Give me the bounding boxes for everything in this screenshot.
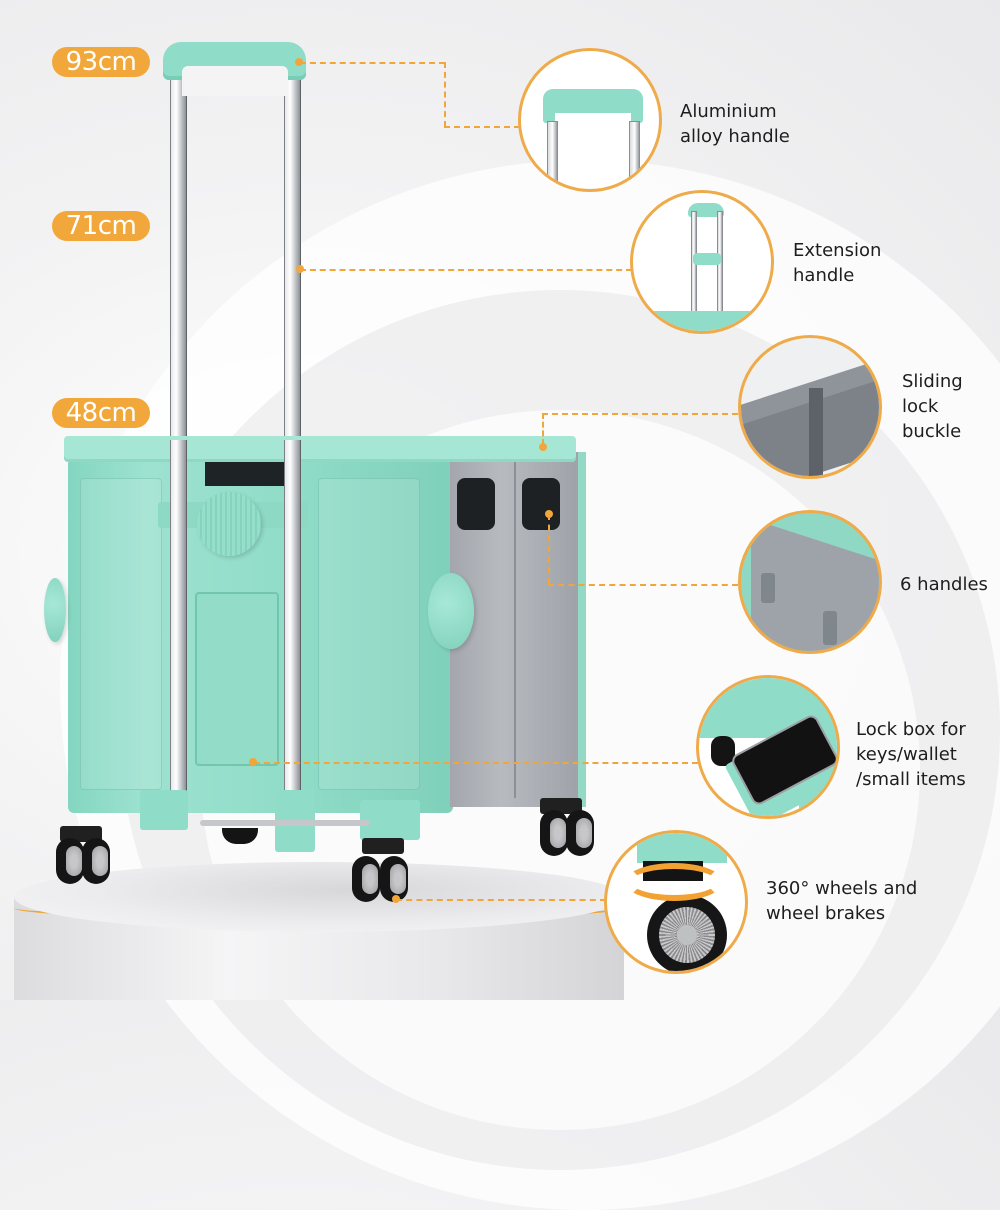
handle-grip-gap	[182, 66, 288, 96]
handle-rod-left-front	[170, 440, 187, 800]
height-label-71: 71cm	[52, 211, 150, 241]
handle-rod-right-front	[284, 440, 301, 800]
callout-line	[548, 514, 550, 584]
feature-circle-handles	[738, 510, 882, 654]
base-foot	[360, 800, 420, 840]
rotation-arrow-icon	[625, 863, 723, 901]
callout-line	[254, 762, 698, 764]
callout-line	[444, 62, 446, 127]
side-lock-knob	[428, 573, 474, 649]
wheel	[566, 810, 594, 856]
wheel	[540, 810, 568, 856]
extended-handle-closeup-icon	[688, 203, 724, 217]
callout-dot	[249, 758, 257, 766]
callout-line	[542, 413, 738, 415]
wheel	[380, 856, 408, 902]
feature-label-extension-handle: Extension handle	[793, 240, 882, 286]
feature-label-aluminium-handle: Aluminium alloy handle	[680, 101, 790, 147]
front-handle-slot	[205, 462, 287, 486]
rear-axle	[200, 820, 370, 826]
wheel	[56, 838, 84, 884]
wheel	[82, 838, 110, 884]
pedestal-top	[14, 862, 624, 932]
lock-box	[195, 592, 279, 766]
wheel	[352, 856, 380, 902]
rear-wheel	[222, 828, 258, 844]
height-label-93: 93cm	[52, 47, 150, 77]
callout-dot	[295, 58, 303, 66]
feature-circle-extension-handle	[630, 190, 774, 334]
side-handle-hole	[457, 478, 495, 530]
feature-label-sliding-lock: Sliding lock buckle	[902, 371, 963, 442]
feature-circle-wheels	[604, 830, 748, 974]
feature-label-wheels: 360° wheels and wheel brakes	[766, 878, 918, 924]
caster-mount	[362, 838, 404, 854]
feature-label-handles: 6 handles	[900, 574, 988, 595]
feature-label-lock-box: Lock box for keys/wallet /small items	[856, 719, 966, 790]
front-panel-emboss	[80, 478, 162, 790]
feature-circle-aluminium-handle	[518, 48, 662, 192]
callout-line	[444, 126, 520, 128]
callout-line	[300, 269, 632, 271]
front-panel-emboss	[318, 478, 420, 790]
callout-line	[300, 62, 445, 64]
feature-circle-lock-box	[696, 675, 840, 819]
height-label-48: 48cm	[52, 398, 150, 428]
base-foot	[140, 790, 188, 830]
side-lock-knob-left	[44, 578, 66, 642]
callout-line	[542, 413, 544, 445]
cart-lid	[64, 436, 576, 462]
feature-circle-sliding-lock	[738, 335, 882, 479]
front-lock-knob	[197, 492, 261, 556]
callout-dot	[539, 443, 547, 451]
side-panel-seam	[514, 458, 516, 798]
callout-line	[548, 584, 738, 586]
callout-line	[396, 899, 606, 901]
side-handle-hole	[522, 478, 560, 530]
